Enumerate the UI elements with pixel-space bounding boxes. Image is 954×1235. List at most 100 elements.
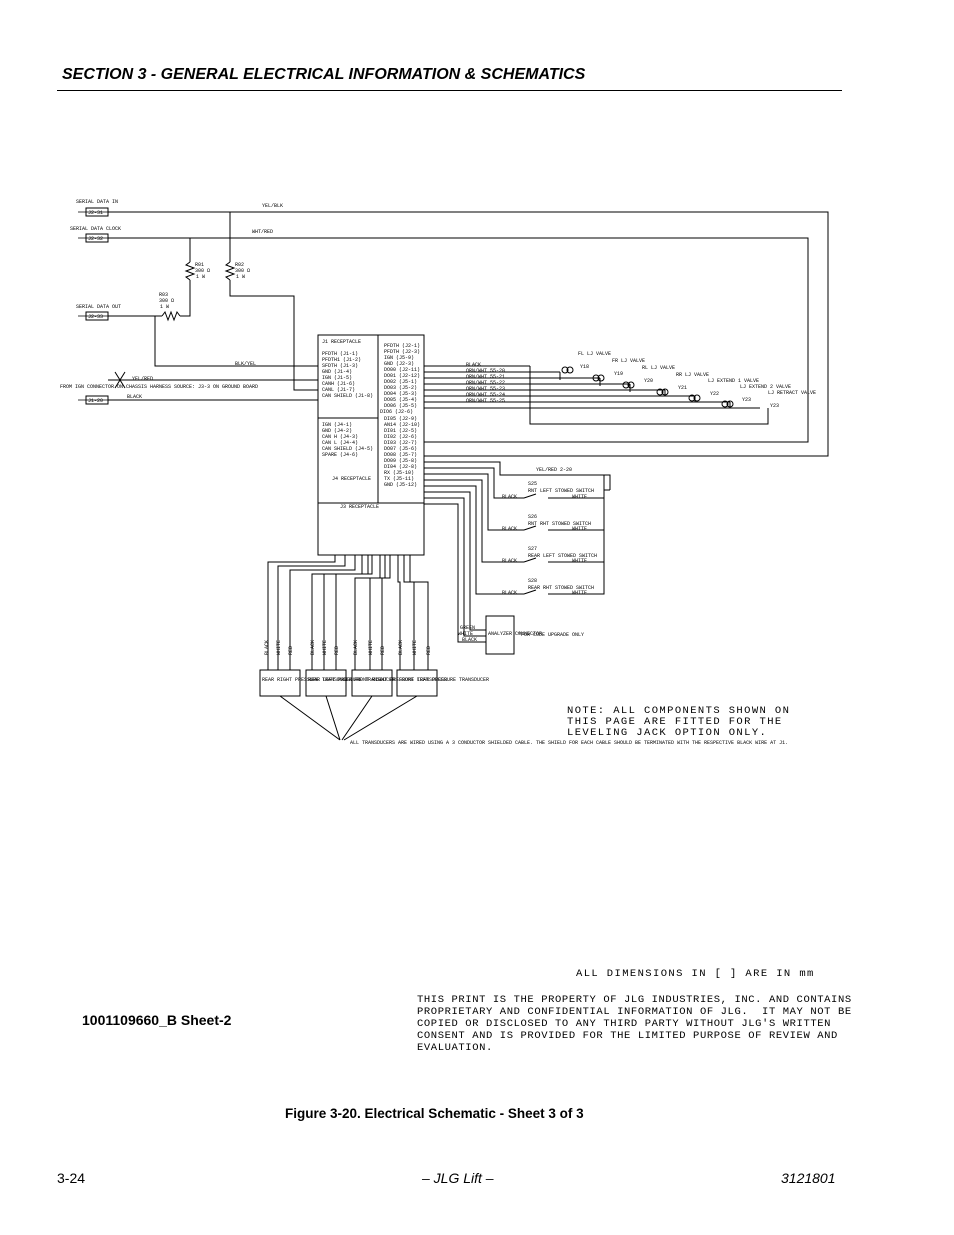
right-pin: DO06 (J5-5) bbox=[384, 403, 417, 409]
right-pin: RX (J5-10) bbox=[384, 470, 414, 476]
resistor-r01-value: 300 Ω bbox=[195, 268, 210, 274]
switch-wire-left: BLACK bbox=[502, 558, 517, 564]
transducer-label: FRONT LEFT PRESSURE TRANSDUCER bbox=[399, 677, 489, 683]
source-note: FROM IGN CONNECTOR ON CHASSIS HARNESS SO… bbox=[60, 384, 258, 390]
j1-pin-7: CANL (J1-7) bbox=[322, 387, 355, 393]
right-pin: DO05 (J5-4) bbox=[384, 397, 417, 403]
right-pins: PFDTH (J2-1) PFDTH (J2-3) IGN (J5-9) GND… bbox=[380, 343, 420, 488]
j4-pin-5: CAN SHIELD (J4-5) bbox=[322, 446, 373, 452]
transducer-label: REAR RIGHT PRESSURE TRANSDUCER bbox=[262, 677, 352, 683]
right-pin: AN14 (J2-10) bbox=[384, 422, 420, 428]
transducer-wire: RED bbox=[426, 646, 432, 655]
valve-id: Y21 bbox=[678, 385, 687, 391]
connector-j2-31: J2-31 bbox=[88, 210, 103, 216]
right-pin: DI05 (J2-9) bbox=[384, 416, 417, 422]
serial-data-clock-label: SERIAL DATA CLOCK bbox=[70, 226, 121, 232]
property-notice: THIS PRINT IS THE PROPERTY OF JLG INDUST… bbox=[417, 994, 852, 1054]
valve-label: LJ EXTEND 2 VALVE bbox=[740, 384, 791, 390]
switch-name: REAR LEFT STOWED SWITCH bbox=[528, 553, 597, 559]
transducer-label: REAR LEFT PRESSURE TRANSDUCER bbox=[308, 677, 395, 683]
leveling-jack-note: NOTE: ALL COMPONENTS SHOWN ON THIS PAGE … bbox=[567, 705, 791, 739]
switch-id: S28 bbox=[528, 578, 537, 584]
j1-pin-2: PFDTH1 (J1-2) bbox=[322, 357, 361, 363]
right-pin: DIO6 (J2-6) bbox=[380, 409, 413, 415]
wire-black: BLACK bbox=[127, 394, 142, 400]
valve-label: LJ RETRACT VALVE bbox=[768, 390, 816, 396]
j1-pin-6: CANH (J1-6) bbox=[322, 381, 355, 387]
right-pin: DO04 (J5-3) bbox=[384, 391, 417, 397]
serial-data-in-label: SERIAL DATA IN bbox=[76, 199, 118, 205]
transducer-wire: WHITE bbox=[322, 640, 328, 655]
wire-blk-yel: BLK/YEL bbox=[235, 361, 256, 367]
connector-j1-20: J1-20 bbox=[88, 398, 103, 404]
resistor-r02-rating: 1 W bbox=[236, 274, 245, 280]
wire-wht-red: WHT/RED bbox=[252, 229, 273, 235]
j3-title: J3 RECEPTACLE bbox=[340, 504, 379, 510]
j4-pin-3: CAN H (J4-3) bbox=[322, 434, 358, 440]
connector-j2-32: J2-32 bbox=[88, 236, 103, 242]
footer-center: – JLG Lift – bbox=[422, 1170, 494, 1186]
figure-caption: Figure 3-20. Electrical Schematic - Shee… bbox=[285, 1106, 584, 1121]
analyzer-wire-white: WHITE bbox=[458, 631, 473, 637]
document-number: 3121801 bbox=[781, 1170, 836, 1186]
transducer-wire: BLACK bbox=[353, 640, 359, 655]
valve-wire: ORN/WHT 55-22 bbox=[466, 380, 505, 386]
j1-pin-5: IGN (J1-5) bbox=[322, 375, 352, 381]
serial-data-out-label: SERIAL DATA OUT bbox=[76, 304, 121, 310]
right-pin: DI04 (J2-8) bbox=[384, 464, 417, 470]
j1-pin-4: GND (J1-4) bbox=[322, 369, 352, 375]
valves: FL LJ VALVE Y18 FR LJ VALVE Y19 RL LJ VA… bbox=[578, 351, 816, 409]
transducer-wire: WHITE bbox=[276, 640, 282, 655]
valve-wire: BLACK bbox=[466, 362, 481, 368]
valve-wire: ORN/WHT 55-20 bbox=[466, 368, 505, 374]
j1-pin-1: PFDTH (J1-1) bbox=[322, 351, 358, 357]
transducer-wire: RED bbox=[288, 646, 294, 655]
switch-wire-right: WHITE bbox=[572, 558, 587, 564]
transducer-wire: RED bbox=[380, 646, 386, 655]
transducer-wire: BLACK bbox=[398, 640, 404, 655]
valve-label: RL LJ VALVE bbox=[642, 365, 675, 371]
resistor-r02-id: R02 bbox=[235, 262, 244, 268]
right-pin: DO01 (J2-12) bbox=[384, 373, 420, 379]
right-pin: PFDTH (J2-3) bbox=[384, 349, 420, 355]
valve-label: FL LJ VALVE bbox=[578, 351, 611, 357]
right-pin: IGN (J5-9) bbox=[384, 355, 414, 361]
right-pin: DI02 (J2-6) bbox=[384, 434, 417, 440]
switch-wire-right: WHITE bbox=[572, 526, 587, 532]
wire-yel-red-2-20: YEL/RED 2-20 bbox=[536, 467, 572, 473]
right-pin: PFDTH (J2-1) bbox=[384, 343, 420, 349]
j4-pin-2: GND (J4-2) bbox=[322, 428, 352, 434]
j4-pin-1: IGN (J4-1) bbox=[322, 422, 352, 428]
sheet-id: 1001109660_B Sheet-2 bbox=[82, 1012, 232, 1028]
page-number: 3-24 bbox=[57, 1170, 86, 1186]
wire-yel-red: YEL/RED bbox=[132, 376, 153, 382]
switch-name: REAR RHT STOWED SWITCH bbox=[528, 585, 594, 591]
switch-id: S25 bbox=[528, 481, 537, 487]
transducer-label: FRONT RIGHT PRESSURE TRANSDUCER bbox=[354, 677, 447, 683]
right-pin: DO08 (J5-7) bbox=[384, 452, 417, 458]
valve-id: Y18 bbox=[580, 364, 589, 370]
valve-id: Y20 bbox=[644, 378, 653, 384]
resistor-r03-id: R03 bbox=[159, 292, 168, 298]
transducer-wire: WHITE bbox=[368, 640, 374, 655]
right-pin: DI01 (J2-5) bbox=[384, 428, 417, 434]
analyzer-note: *FOR CODE UPGRADE ONLY bbox=[518, 632, 584, 638]
wire-yel-blk: YEL/BLK bbox=[262, 203, 283, 209]
valve-wire: ORN/WHT 55-24 bbox=[466, 392, 505, 398]
valve-wires: BLACK ORN/WHT 55-20 ORN/WHT 55-21 ORN/WH… bbox=[466, 362, 505, 404]
resistor-r03-value: 300 Ω bbox=[159, 298, 174, 304]
right-pin: GND (J5-12) bbox=[384, 482, 417, 488]
valve-wire: ORN/WHT 55-21 bbox=[466, 374, 505, 380]
j4-title: J4 RECEPTACLE bbox=[332, 476, 371, 482]
transducer-wire: RED bbox=[334, 646, 340, 655]
transducer-wire: WHITE bbox=[412, 640, 418, 655]
analyzer-label: ANALYZER CONNECTOR bbox=[488, 631, 542, 637]
valve-wire: ORN/WHT 55-25 bbox=[466, 398, 505, 404]
valve-wire: ORN/WHT 55-23 bbox=[466, 386, 505, 392]
right-pin: TX (J5-11) bbox=[384, 476, 414, 482]
switch-wire-left: BLACK bbox=[502, 494, 517, 500]
switch-name: RNT LEFT STOWED SWITCH bbox=[528, 488, 594, 494]
right-pin: DO00 (J2-11) bbox=[384, 367, 420, 373]
valve-id: Y19 bbox=[614, 371, 623, 377]
